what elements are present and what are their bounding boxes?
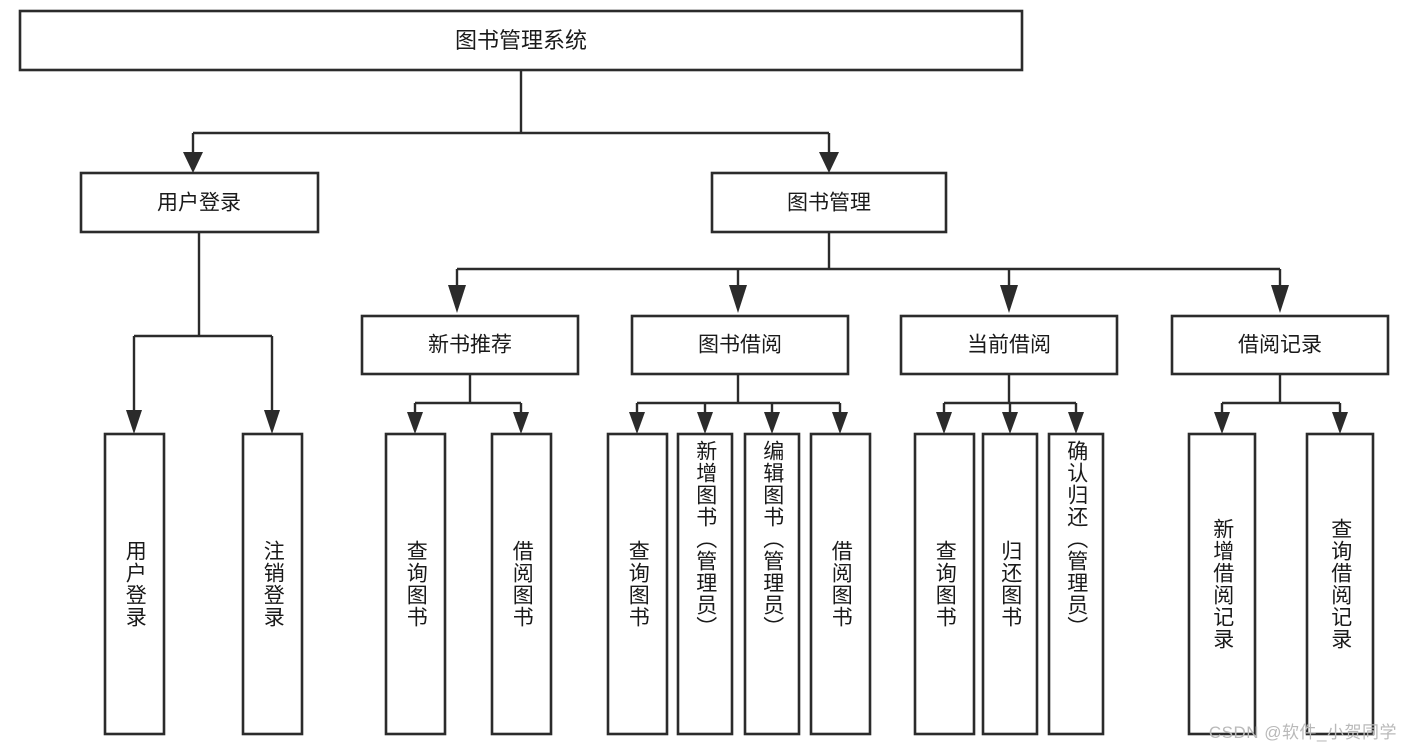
leaf-rect-confirm-return[interactable] [1047, 432, 1105, 736]
leaf-rect-borrow-book-2[interactable] [809, 432, 872, 736]
node-new-book-recommend[interactable]: 新书推荐 [360, 314, 580, 376]
node-user-login-label: 用户登录 [157, 192, 241, 215]
leaf-rect-query-book-1[interactable] [384, 432, 447, 736]
node-root-rect[interactable] [18, 9, 1024, 72]
leaf-rect-borrow-book-1[interactable] [490, 432, 553, 736]
connector-layer [126, 70, 1348, 434]
arrow-to-leaf-query-record [1332, 412, 1348, 434]
node-borrow-record-label: 借阅记录 [1238, 334, 1322, 357]
leaf-rect-edit-book[interactable] [743, 432, 801, 736]
arrow-to-book-borrow [729, 285, 747, 313]
node-new-book-recommend-label: 新书推荐 [428, 334, 512, 357]
leaf-rect-return-book[interactable] [981, 432, 1039, 736]
arrow-to-current-borrow [1000, 285, 1018, 313]
node-root[interactable]: 图书管理系统 [18, 9, 1024, 72]
node-current-borrow[interactable]: 当前借阅 [899, 314, 1119, 376]
leaf-rect-query-book-2[interactable] [606, 432, 669, 736]
arrow-to-leaf-user-login [126, 410, 142, 434]
arrow-to-leaf-query-book-1 [407, 412, 423, 434]
node-user-login-rect[interactable] [79, 171, 320, 234]
leaf-rect-add-book[interactable] [676, 432, 734, 736]
leaf-rect-logout[interactable] [241, 432, 304, 736]
arrow-to-borrow-record [1271, 285, 1289, 313]
node-book-borrow-label: 图书借阅 [698, 334, 782, 357]
node-book-management-rect[interactable] [710, 171, 948, 234]
node-current-borrow-rect[interactable] [899, 314, 1119, 376]
leaf-rect-query-book-3[interactable] [913, 432, 976, 736]
node-user-login[interactable]: 用户登录 [79, 171, 320, 234]
node-book-management-label: 图书管理 [787, 192, 871, 215]
arrow-to-leaf-query-book-2 [629, 412, 645, 434]
node-book-borrow-rect[interactable] [630, 314, 850, 376]
arrow-to-new-book-recommend [448, 285, 466, 313]
arrow-to-book-management [819, 152, 839, 173]
watermark-text: CSDN @软件_小贺同学 [1208, 723, 1397, 742]
arrow-to-leaf-borrow-book-1 [513, 412, 529, 434]
node-root-label: 图书管理系统 [455, 28, 587, 53]
node-new-book-recommend-rect[interactable] [360, 314, 580, 376]
leaf-rect-add-record[interactable] [1187, 432, 1257, 736]
node-borrow-record[interactable]: 借阅记录 [1170, 314, 1390, 376]
arrow-to-leaf-return-book [1002, 412, 1018, 434]
arrow-to-leaf-query-book-3 [936, 412, 952, 434]
arrow-to-leaf-logout [264, 410, 280, 434]
node-book-borrow[interactable]: 图书借阅 [630, 314, 850, 376]
node-book-management[interactable]: 图书管理 [710, 171, 948, 234]
arrow-to-user-login [183, 152, 203, 173]
arrow-to-leaf-confirm-return [1068, 412, 1084, 434]
leaf-rect-user-login[interactable] [103, 432, 166, 736]
arrow-to-leaf-edit-book [764, 412, 780, 434]
arrow-to-leaf-add-book [697, 412, 713, 434]
node-borrow-record-rect[interactable] [1170, 314, 1390, 376]
leaf-rect-query-record[interactable] [1305, 432, 1375, 736]
node-current-borrow-label: 当前借阅 [967, 334, 1051, 357]
arrow-to-leaf-borrow-book-2 [832, 412, 848, 434]
node-layer: 图书管理系统 用户登录 图书管理 新书推荐 图书借阅 [18, 9, 1390, 736]
arrow-to-leaf-add-record [1214, 412, 1230, 434]
